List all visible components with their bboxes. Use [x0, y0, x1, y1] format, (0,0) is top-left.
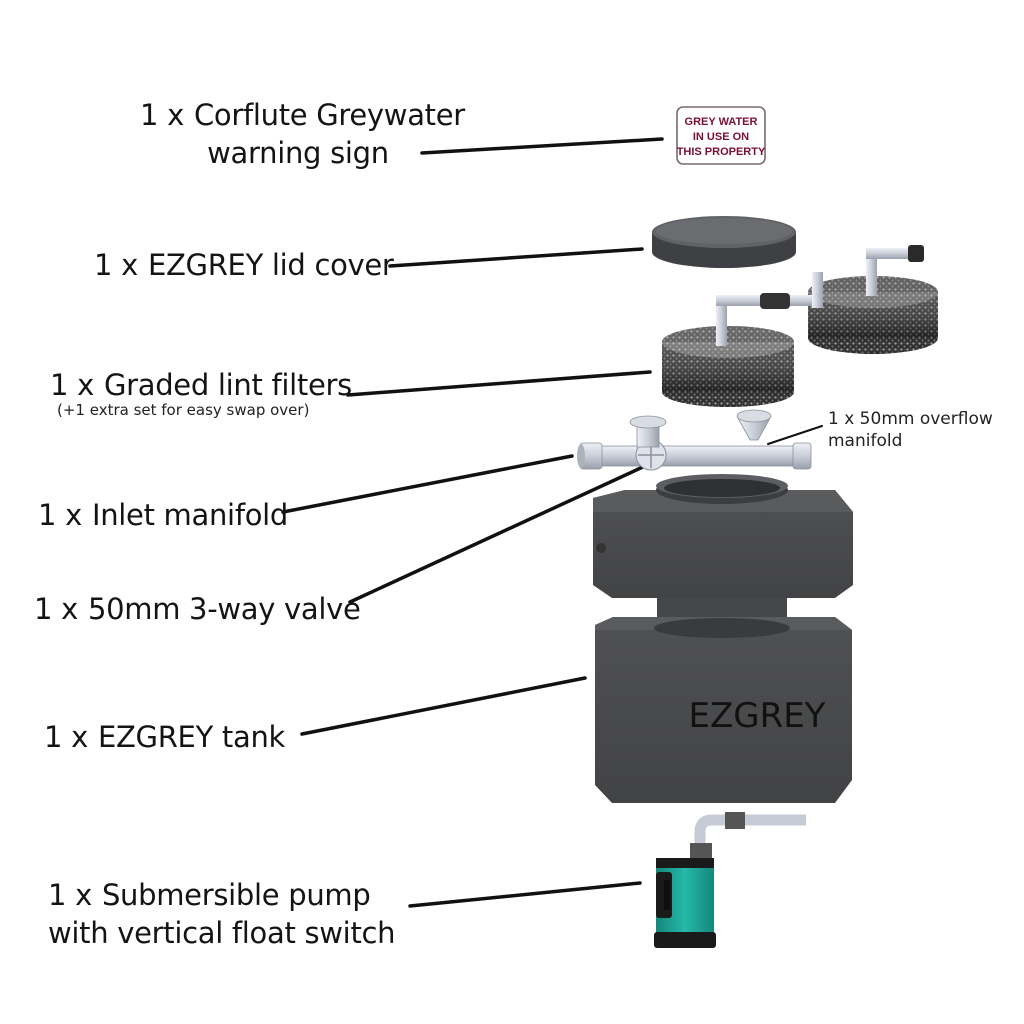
label-inlet-manifold-qty: 1 x: [38, 498, 82, 532]
label-overflow-manifold: 1 x 50mm overflow manifold: [828, 408, 993, 452]
label-inlet-manifold: 1 x Inlet manifold: [38, 496, 288, 534]
label-submersible-pump: 1 x Submersible pump with vertical float …: [48, 876, 396, 952]
label-overflow-line2: manifold: [828, 431, 903, 451]
label-lid-cover: 1 x EZGREY lid cover: [94, 246, 394, 284]
leader-line-lid: [388, 247, 644, 268]
warning-sign-illustration: GREY WATER IN USE ON THIS PROPERTY: [676, 106, 766, 165]
label-warning-sign-line1: Corflute Greywater: [193, 98, 465, 132]
submersible-pump-illustration: [654, 812, 806, 948]
label-ezgrey-tank-text: EZGREY tank: [97, 720, 286, 754]
label-three-way-valve-qty: 1 x: [34, 592, 78, 626]
leader-line-tank: [300, 676, 587, 736]
label-lid-cover-qty: 1 x: [94, 248, 138, 282]
label-lint-filters-text: Graded lint filters: [103, 368, 352, 402]
lint-filter-back: [808, 245, 938, 354]
leader-line-valve: [348, 464, 647, 604]
label-ezgrey-tank: 1 x EZGREY tank: [44, 718, 285, 756]
sign-card-line3: THIS PROPERTY: [677, 146, 766, 158]
label-three-way-valve-text: 50mm 3-way valve: [87, 592, 361, 626]
label-lint-filters-note: (+1 extra set for easy swap over): [57, 401, 310, 419]
label-warning-sign-qty: 1 x: [140, 98, 184, 132]
label-warning-sign-line2: warning sign: [207, 136, 389, 170]
label-overflow-line1: 1 x 50mm overflow: [828, 409, 993, 429]
tank-upper-illustration: [593, 474, 853, 630]
label-lint-filters-qty: 1 x: [50, 368, 94, 402]
leader-line-pump: [408, 881, 642, 908]
inlet-manifold-illustration: [577, 409, 812, 471]
label-submersible-pump-line1: Submersible pump: [101, 878, 371, 912]
label-three-way-valve: 1 x 50mm 3-way valve: [34, 590, 361, 628]
label-inlet-manifold-text: Inlet manifold: [91, 498, 289, 532]
lid-cover-illustration: [652, 216, 796, 268]
lint-filter-front: [662, 272, 823, 407]
sign-card-line2: IN USE ON: [693, 131, 749, 143]
leader-line-filters: [346, 370, 652, 397]
label-lint-filters: 1 x Graded lint filters: [50, 366, 352, 404]
label-warning-sign: 1 x Corflute Greywater warning sign: [140, 96, 465, 172]
label-submersible-pump-line2: with vertical float switch: [48, 916, 396, 950]
leader-lines: [281, 137, 823, 908]
label-lid-cover-text: EZGREY lid cover: [147, 248, 394, 282]
leader-line-sign: [420, 137, 664, 155]
label-submersible-pump-qty: 1 x: [48, 878, 92, 912]
tank-brand-text: EZGREY: [689, 696, 826, 736]
leader-line-overflow: [767, 425, 823, 445]
leader-line-inlet: [281, 454, 574, 514]
label-ezgrey-tank-qty: 1 x: [44, 720, 88, 754]
sign-card-line1: GREY WATER: [685, 116, 758, 128]
tank-lower-illustration: EZGREY: [595, 617, 852, 803]
